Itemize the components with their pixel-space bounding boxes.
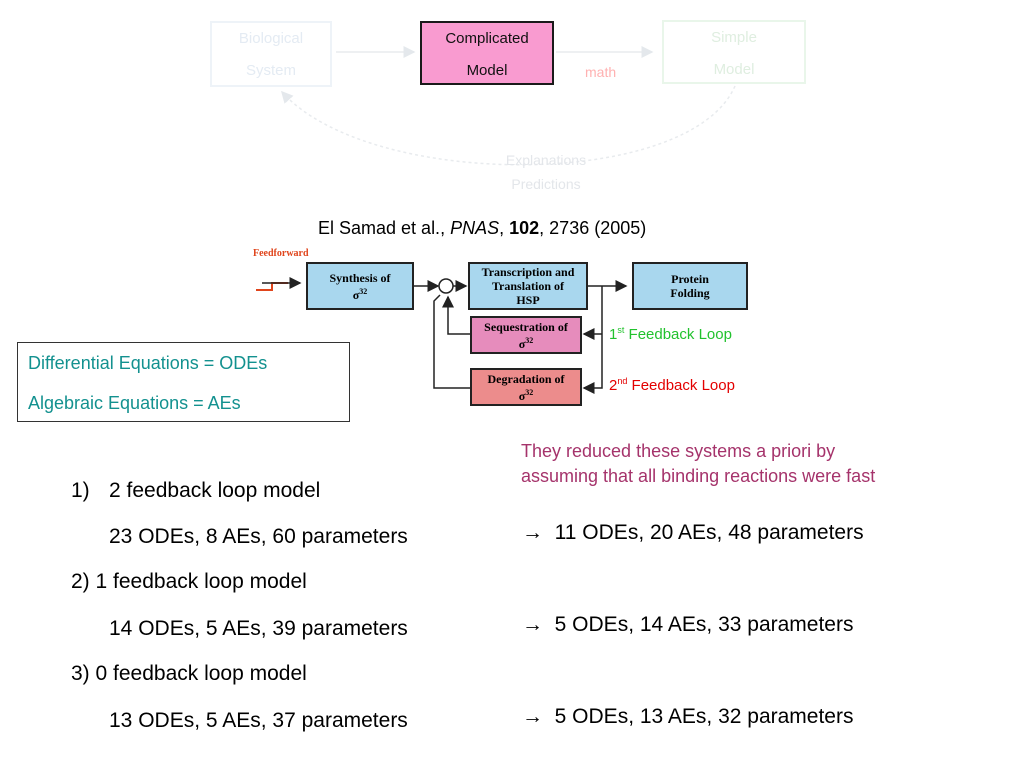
block-diagram-wires [256,277,628,394]
model-3-reduced: → 5 ODEs, 13 AEs, 32 parameters [522,705,853,729]
model-2-title: 2) 1 feedback loop model [71,570,307,593]
simple-label-1: Simple [711,29,757,46]
complicated-label-1: Complicated [445,30,529,47]
model-3-full: 13 ODEs, 5 AEs, 37 parameters [109,709,408,732]
model-2-reduced-text: 5 ODEs, 14 AEs, 33 parameters [554,613,854,636]
degradation-block: Degradation of σ32 [470,368,582,406]
loop2-superscript: nd [617,376,628,386]
definitions-box: Differential Equations = ODEs Algebraic … [17,342,350,422]
arrow-icon: → [522,613,543,636]
explanations-label: Explanations [505,152,587,168]
degradation-sigma: σ32 [472,386,580,403]
complicated-model-box: Complicated Model [420,21,554,85]
math-label: math [585,64,617,80]
biological-label-2: System [245,62,296,79]
feedforward-step-signal [256,282,288,291]
protein-label-1: Protein [671,272,709,286]
loop1-text: Feedback Loop [624,326,732,343]
arrow-icon: → [522,705,543,728]
protein-label-2: Folding [670,286,710,300]
note-line-1: They reduced these systems a priori by [521,441,836,461]
flow-connectors [280,46,736,166]
model-1-number: 1) [71,479,90,502]
loop2-text: Feedback Loop [627,377,735,394]
model-1-reduced-text: 11 ODEs, 20 AEs, 48 parameters [554,521,864,544]
model-1-title: 2 feedback loop model [109,479,321,502]
degradation-sigma-sup: 32 [525,387,534,397]
degradation-label: Degradation of [487,371,565,386]
protein-folding-block: Protein Folding [632,262,748,310]
degradation-sigma-symbol: σ [518,388,526,403]
sequestration-sigma-sup: 32 [525,335,534,345]
sequestration-sigma: σ32 [472,334,580,351]
transcription-block: Transcription and Translation of HSP [468,262,588,310]
feedback-right-trunk [582,286,603,394]
simple-label-2: Model [713,61,755,78]
synthesis-label: Synthesis of [329,270,391,285]
loop1-superscript: st [617,325,625,335]
citation: El Samad et al., PNAS, 102, 2736 (2005) [318,218,646,239]
second-feedback-loop-label: 2nd Feedback Loop [609,376,735,394]
transcription-label-2: Translation of [491,279,565,293]
ode-definition: Differential Equations = ODEs [28,353,268,373]
feedforward-label: Feedforward [253,248,309,259]
first-feedback-loop-label: 1st Feedback Loop [609,325,732,343]
ae-definition: Algebraic Equations = AEs [28,393,241,413]
sequestration-sigma-symbol: σ [518,336,526,351]
model-3-reduced-text: 5 ODEs, 13 AEs, 32 parameters [554,705,854,728]
biological-system-box: Biological System [210,21,332,87]
summing-junction [438,278,454,294]
citation-volume: 102 [509,218,540,238]
synthesis-sigma-symbol: σ [352,287,360,302]
synthesis-block: Synthesis of σ32 [306,262,414,310]
model-2-reduced: → 5 ODEs, 14 AEs, 33 parameters [522,613,853,637]
predictions-label: Predictions [511,176,581,192]
arrow-icon: → [522,521,543,544]
sequestration-block: Sequestration of σ32 [470,316,582,354]
explanations-predictions: Explanations Predictions [486,148,606,196]
model-2-full: 14 ODEs, 5 AEs, 39 parameters [109,617,408,640]
loop2-number: 2 [609,377,618,394]
simple-model-box: Simple Model [662,20,806,84]
complicated-label-2: Model [466,62,508,79]
sequestration-label: Sequestration of [484,319,568,334]
biological-label-1: Biological [238,30,304,47]
reduction-note: They reduced these systems a priori by a… [521,439,875,489]
citation-sep: , [499,218,510,238]
loop1-number: 1 [609,326,618,343]
synthesis-sigma-sup: 32 [359,286,368,296]
model-1-reduced: → 11 ODEs, 20 AEs, 48 parameters [522,521,864,545]
citation-journal: PNAS [450,218,500,238]
citation-rest: , 2736 (2005) [539,218,647,238]
citation-authors: El Samad et al., [318,218,451,238]
model-3-title: 3) 0 feedback loop model [71,662,307,685]
degradation-return-line [433,294,470,389]
transcription-label-3: HSP [516,293,540,307]
note-line-2: assuming that all binding reactions were… [521,466,876,486]
feedback-curve-arrow [280,85,736,166]
model-1-full: 23 ODEs, 8 AEs, 60 parameters [109,525,408,548]
sequestration-return-arrow [442,295,470,335]
synthesis-sigma: σ32 [308,285,412,302]
transcription-label-1: Transcription and [481,265,575,279]
